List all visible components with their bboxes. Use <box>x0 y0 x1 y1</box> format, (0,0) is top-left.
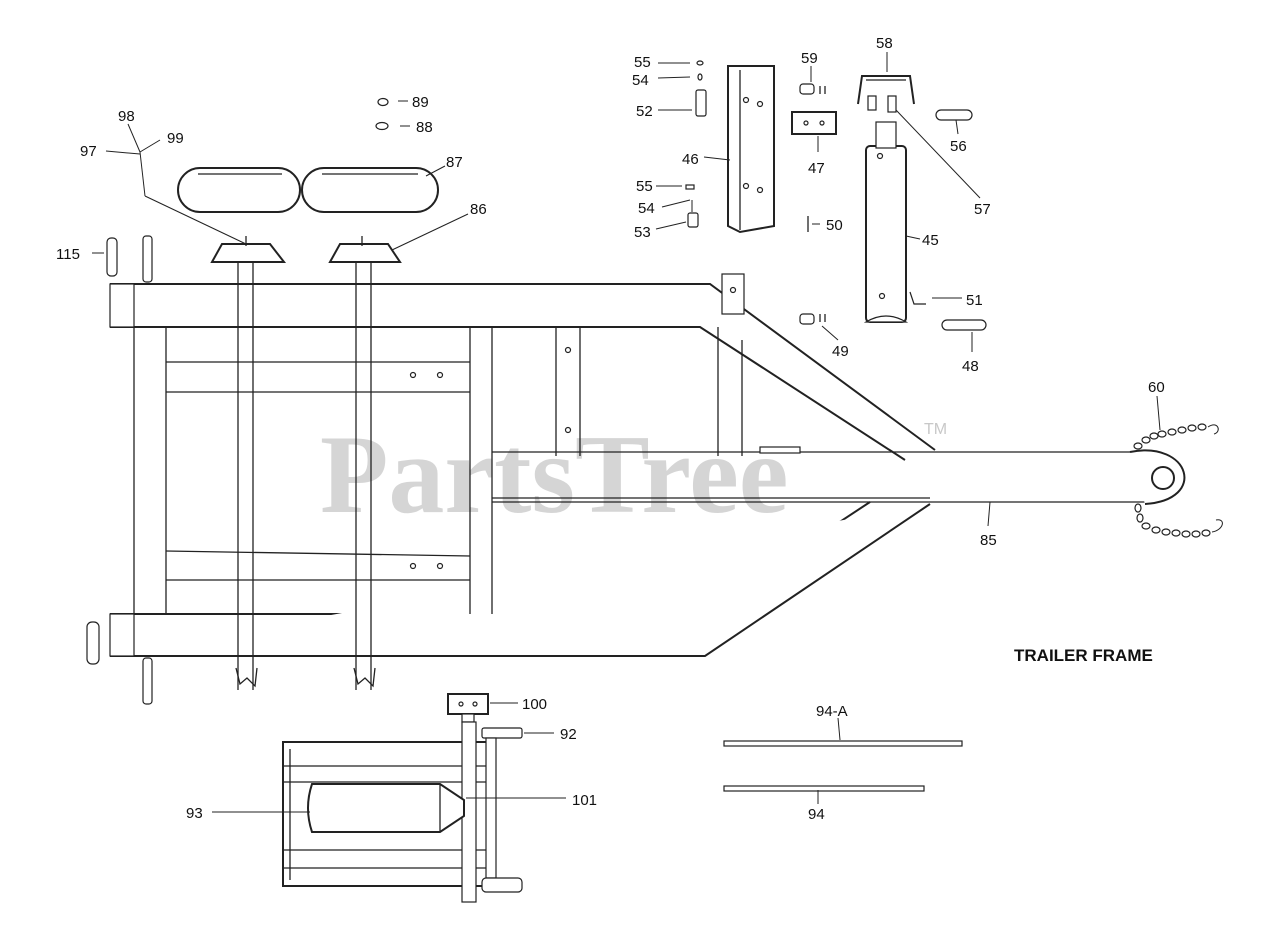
bottom-rail <box>109 501 931 657</box>
part-45-jack-post <box>863 121 909 323</box>
tongue-bracket-1 <box>555 327 581 456</box>
label-60: 60 <box>1148 379 1165 396</box>
part-47-plate <box>791 111 837 135</box>
label-85: 85 <box>980 532 997 549</box>
label-57: 57 <box>974 201 991 218</box>
label-49: 49 <box>832 343 849 360</box>
part-55-54-hardware-top <box>696 60 704 81</box>
part-115-pin <box>106 237 118 277</box>
label-88: 88 <box>416 119 433 136</box>
side-rod-bottom <box>142 657 153 705</box>
part-48-pin <box>941 319 987 331</box>
part-88-washer <box>375 121 389 131</box>
label-56: 56 <box>950 138 967 155</box>
label-101: 101 <box>572 792 597 809</box>
part-bottom-pin <box>86 621 100 665</box>
center-cross-member <box>469 327 493 614</box>
label-86: 86 <box>470 201 487 218</box>
part-56-pin <box>935 109 973 121</box>
part-46-jack-channel <box>727 65 775 234</box>
trailer-frame <box>109 235 1223 705</box>
watermark: PartsTree <box>320 413 789 537</box>
part-100-bracket <box>447 693 489 723</box>
label-89: 89 <box>412 94 429 111</box>
label-92: 92 <box>560 726 577 743</box>
part-55-54-53-hardware-bottom <box>685 184 699 228</box>
label-94: 94 <box>808 806 825 823</box>
tongue <box>492 446 1186 505</box>
axle-right <box>353 260 376 690</box>
label-59: 59 <box>801 50 818 67</box>
tongue-bracket-2 <box>717 273 745 456</box>
safety-chain <box>1133 423 1223 538</box>
label-87: 87 <box>446 154 463 171</box>
label-94-a: 94-A <box>816 703 848 720</box>
diagram-title: TRAILER FRAME <box>1014 646 1153 665</box>
label-97: 97 <box>80 143 97 160</box>
part-49-clip <box>799 313 826 325</box>
hub-right <box>328 236 402 263</box>
label-55-bottom: 55 <box>636 178 653 195</box>
part-51-pin <box>909 291 926 305</box>
watermark-trademark: TM <box>924 421 947 438</box>
label-55-top: 55 <box>634 54 651 71</box>
part-89-nut <box>377 97 389 107</box>
top-rail <box>109 283 936 461</box>
upper-cross-bracket <box>166 361 470 393</box>
label-50: 50 <box>826 217 843 234</box>
label-58: 58 <box>876 35 893 52</box>
label-46: 46 <box>682 151 699 168</box>
label-115: 115 <box>56 246 80 263</box>
label-47: 47 <box>808 160 825 177</box>
part-52-bolt <box>695 89 707 117</box>
part-92-bracket <box>481 727 523 739</box>
label-53: 53 <box>634 224 651 241</box>
left-end-member <box>133 327 167 614</box>
label-98: 98 <box>118 108 135 125</box>
part-94a-strip <box>723 740 963 747</box>
label-51: 51 <box>966 292 983 309</box>
part-58-bracket <box>857 75 915 105</box>
tire-right <box>301 167 439 213</box>
part-94-strip <box>723 785 925 792</box>
label-54-top: 54 <box>632 72 649 89</box>
label-48: 48 <box>962 358 979 375</box>
part-59-clip <box>799 83 826 95</box>
hub-left <box>210 236 287 263</box>
leader-lines <box>92 52 1161 813</box>
part-57-bushing <box>867 95 897 113</box>
side-rod-top <box>142 235 153 283</box>
label-99: 99 <box>167 130 184 147</box>
tire-left <box>177 167 301 213</box>
label-45: 45 <box>922 232 939 249</box>
label-54-bottom: 54 <box>638 200 655 217</box>
lower-cross-bracket <box>165 550 471 581</box>
part-labels: 115 97 98 99 89 88 87 86 55 54 52 46 55 … <box>56 35 1165 823</box>
part-93-spare-tire <box>307 783 465 833</box>
label-100: 100 <box>522 696 547 713</box>
label-93: 93 <box>186 805 203 822</box>
axle-left <box>235 260 258 690</box>
label-52: 52 <box>636 103 653 120</box>
